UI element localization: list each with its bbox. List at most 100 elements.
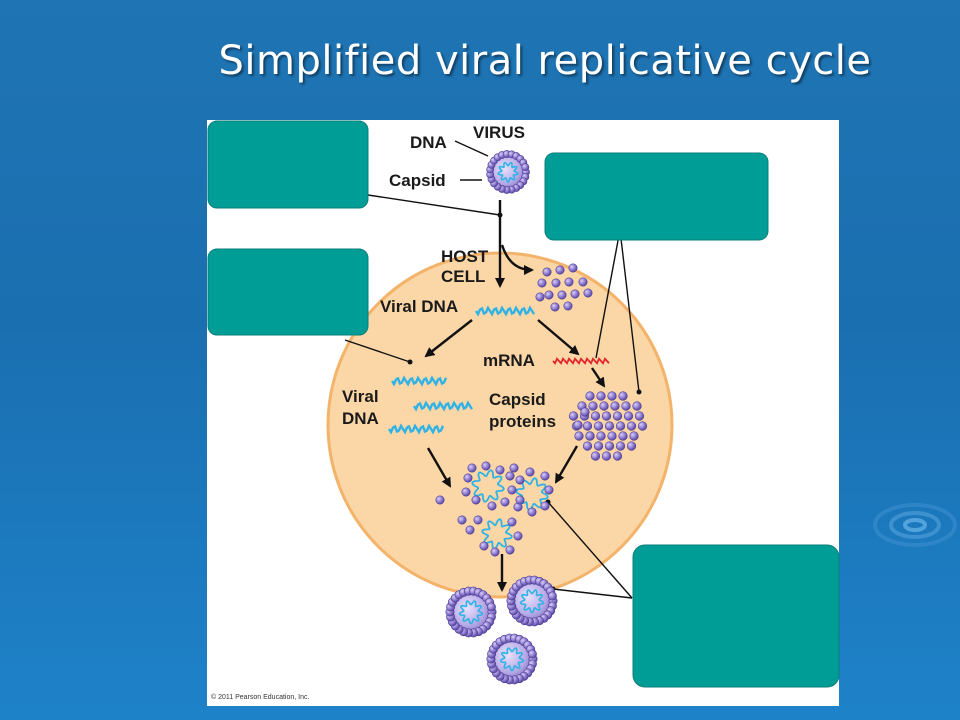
mrna-strand [552, 357, 610, 365]
new-virions [445, 575, 558, 685]
capsid-protein [507, 517, 517, 527]
capsid-protein [540, 501, 550, 511]
capsid-protein [583, 288, 593, 298]
capsid-protein [582, 441, 593, 451]
label-dna-top: DNA [410, 133, 447, 152]
capsid-protein [509, 463, 519, 473]
label-viral-dna: Viral DNA [380, 297, 458, 316]
capsid-protein [578, 277, 588, 287]
capsid-protein [601, 411, 612, 421]
capsid-protein [465, 525, 475, 535]
capsid-protein [544, 290, 554, 300]
capsid-protein [540, 471, 550, 481]
virion-assembly [435, 461, 554, 557]
capsid-protein [570, 289, 580, 299]
capsid-protein [588, 401, 598, 411]
capsid-protein [582, 421, 593, 431]
capsid-protein [563, 301, 573, 311]
capsid-protein [637, 421, 648, 431]
capsid-protein [551, 278, 561, 288]
virion-dna [497, 161, 519, 183]
capsid-protein [634, 411, 645, 421]
blank-label-box-assembly [632, 544, 840, 688]
capsid-protein [515, 475, 525, 485]
capsid-protein [467, 463, 477, 473]
leader-lines [344, 140, 640, 599]
replicated-dna-strand [390, 375, 448, 387]
incoming-virus [486, 150, 530, 194]
capsid-protein [568, 263, 578, 273]
capsid-protein [495, 465, 505, 475]
capsid-protein [487, 501, 497, 511]
assembling-dna [481, 518, 513, 550]
capsid-protein [590, 451, 601, 461]
capsid-protein [596, 391, 606, 401]
capsid-protein [490, 547, 500, 557]
label-host: HOST [441, 247, 489, 266]
capsid-protein [471, 495, 481, 505]
assembling-dna [471, 469, 505, 503]
assembling-dna [515, 477, 549, 511]
capsid-protein [604, 421, 615, 431]
virion-capsid [490, 154, 526, 190]
capsid-protein [599, 401, 609, 411]
slide-title: Simplified viral replicative cycle [218, 38, 872, 84]
capsid-protein [621, 401, 631, 411]
capsid-protein [457, 515, 467, 525]
ripple-decoration [873, 503, 957, 547]
capsid-protein [593, 441, 604, 451]
virion-dna [499, 647, 525, 672]
capsid-protein [463, 473, 473, 483]
capsid-protein [537, 278, 547, 288]
capsid-protein [585, 391, 595, 401]
capsid-protein [547, 591, 557, 601]
label-dna-left: DNA [342, 409, 379, 428]
capsid-protein [574, 431, 584, 441]
blank-label-box-transcription [544, 152, 769, 241]
capsid-protein [590, 411, 601, 421]
capsid-protein [557, 290, 567, 300]
capsid-protein [615, 421, 626, 431]
capsid-protein [618, 391, 628, 401]
capsid-protein [612, 411, 623, 421]
capsid-protein [607, 391, 617, 401]
virion-capsid [491, 638, 533, 680]
capsid-protein [435, 495, 445, 505]
label-viral: Viral [342, 387, 379, 406]
capsid-protein [626, 421, 637, 431]
capsid-protein [580, 407, 590, 417]
replicated-dna-strand [387, 423, 445, 435]
capsid-protein [623, 411, 634, 421]
capsid-protein [568, 411, 579, 421]
capsid-protein [507, 485, 517, 495]
replicated-dna-strand [412, 400, 474, 412]
capsid-protein [527, 649, 537, 659]
capsid-protein [481, 461, 491, 471]
capsid-protein [544, 485, 554, 495]
capsid-protein [615, 441, 626, 451]
label-virus: VIRUS [473, 123, 525, 142]
label-capsid-proteins-2: proteins [489, 412, 556, 431]
capsid-protein [564, 277, 574, 287]
capsid-protein-cluster [568, 391, 648, 461]
capsid-protein [525, 467, 535, 477]
released-capsid-proteins [535, 263, 593, 312]
virion-dna [519, 589, 545, 614]
virion-capsid [450, 591, 492, 633]
capsid-protein [500, 497, 510, 507]
capsid-protein [573, 420, 583, 430]
capsid-protein [593, 421, 604, 431]
capsid-protein [521, 163, 530, 172]
capsid-protein [479, 541, 489, 551]
capsid-protein [629, 431, 639, 441]
label-capsid-proteins-1: Capsid [489, 390, 546, 409]
label-cell: CELL [441, 267, 485, 286]
capsid-protein [550, 302, 560, 312]
capsid-protein [461, 487, 471, 497]
capsid-protein [626, 441, 637, 451]
label-capsid: Capsid [389, 171, 446, 190]
capsid-protein [604, 441, 615, 451]
capsid-protein [535, 292, 545, 302]
capsid-protein [505, 545, 515, 555]
blank-label-box-attachment [207, 120, 369, 209]
